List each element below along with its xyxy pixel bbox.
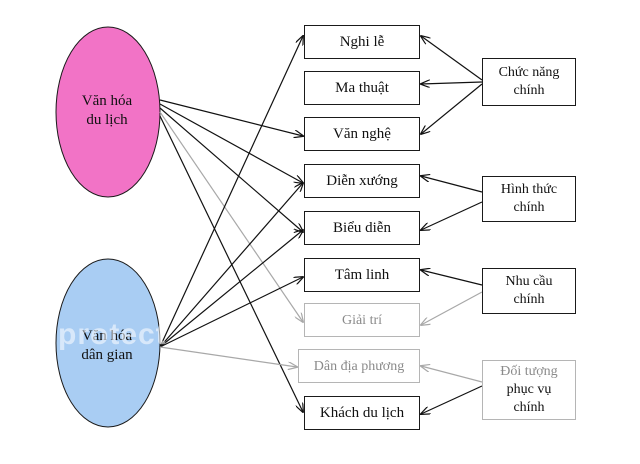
- tourism-culture-label: Văn hóa du lịch: [62, 92, 152, 130]
- connector-arrow-11: [421, 82, 483, 84]
- side-box-chuc-nang-line2: chính: [513, 83, 545, 98]
- side-box-hinh-thuc-line1: Hình thức: [500, 182, 558, 197]
- folk-culture-label: Văn hóa dân gian: [62, 327, 152, 365]
- side-box-doi-tuong-line1: Đối tượng: [500, 364, 558, 379]
- watermark-text: protect: [58, 318, 167, 351]
- connector-arrow-10: [421, 36, 483, 81]
- connector-arrow-9: [159, 346, 297, 367]
- side-box-nhu-cau-line2: chính: [513, 292, 545, 307]
- box-bieu-dien: Biểu diễn: [304, 211, 420, 245]
- box-giai-tri: Giải trí: [304, 303, 420, 337]
- connector-arrow-14: [421, 201, 483, 230]
- box-tam-linh: Tâm linh: [304, 258, 420, 292]
- connector-arrow-1: [159, 103, 303, 183]
- connector-arrow-0: [159, 99, 303, 136]
- tourism-culture-label-line2: du lịch: [86, 112, 128, 128]
- tourism-culture-label-line1: Văn hóa: [81, 93, 133, 109]
- side-box-doi-tuong-line3: chính: [513, 400, 545, 415]
- box-van-nghe: Văn nghệ: [304, 117, 420, 151]
- side-box-nhu-cau-line1: Nhu cầu: [505, 274, 553, 289]
- connector-arrow-2: [159, 107, 303, 232]
- box-dien-xuong: Diễn xướng: [304, 164, 420, 198]
- connector-arrow-13: [421, 176, 483, 193]
- box-khach-du-lich: Khách du lịch: [304, 396, 420, 430]
- folk-culture-label-line1: Văn hóa: [81, 328, 133, 344]
- side-box-nhu-cau: Nhu cầu chính: [482, 268, 576, 314]
- side-box-doi-tuong: Đối tượng phục vụ chính: [482, 360, 576, 420]
- connector-arrow-5: [159, 36, 303, 348]
- ellipse-folk: [55, 258, 161, 428]
- connector-arrow-17: [421, 366, 483, 383]
- side-box-doi-tuong-line2: phục vụ: [506, 382, 552, 397]
- folk-culture-label-line2: dân gian: [81, 347, 133, 363]
- box-ma-thuat: Ma thuật: [304, 71, 420, 105]
- side-box-hinh-thuc: Hình thức chính: [482, 176, 576, 222]
- connector-arrow-12: [421, 83, 483, 134]
- connector-arrow-6: [159, 183, 303, 348]
- box-nghi-le: Nghi lễ: [304, 25, 420, 59]
- side-box-hinh-thuc-line2: chính: [513, 200, 545, 215]
- connector-arrow-7: [159, 230, 303, 348]
- connector-arrow-4: [159, 115, 303, 412]
- connector-arrow-18: [421, 385, 483, 414]
- connector-arrow-15: [421, 270, 483, 286]
- connector-arrow-8: [159, 277, 303, 348]
- connector-arrow-3: [159, 111, 303, 322]
- box-dan-dia-phuong: Dân địa phương: [298, 349, 420, 383]
- side-box-chuc-nang: Chức năng chính: [482, 58, 576, 106]
- side-box-chuc-nang-line1: Chức năng: [498, 65, 560, 80]
- connector-arrow-16: [421, 291, 483, 325]
